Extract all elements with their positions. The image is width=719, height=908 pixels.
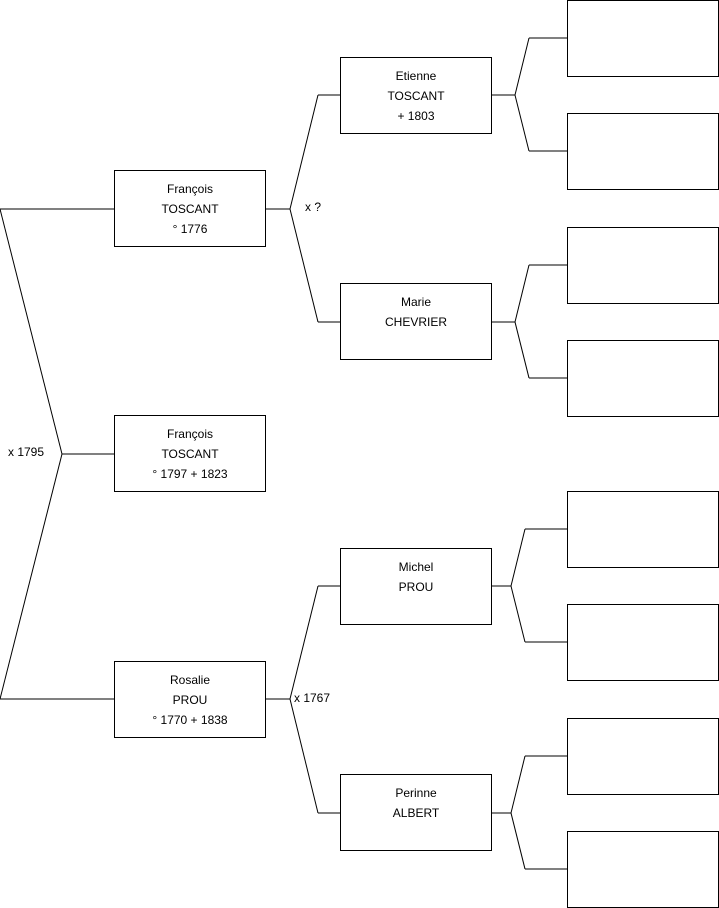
connector-ggp3a-diag [510,528,526,587]
person-dates: ° 1776 [172,222,208,236]
person-given-name: Marie [400,295,431,309]
person-surname: CHEVRIER [384,315,447,329]
person-box-empty[interactable] [567,340,719,417]
person-box-maternal-grandmother[interactable]: Perinne ALBERT [340,774,492,851]
connector-ggp1a-diag [514,37,530,96]
person-box-empty[interactable] [567,491,719,568]
person-box-father[interactable]: François TOSCANT ° 1776 [114,170,266,247]
person-box-mother[interactable]: Rosalie PROU ° 1770 + 1838 [114,661,266,738]
person-box-empty[interactable] [567,227,719,304]
person-dates: + 1803 [397,109,435,123]
connector-ggp3b-diag [510,585,526,643]
marriage-label-maternal: x 1767 [294,691,331,705]
connector-ggp4b-diag [510,812,526,870]
person-given-name: Rosalie [169,673,211,687]
connector-father-diag [0,208,63,455]
person-given-name: Michel [398,560,434,574]
person-box-child[interactable]: François TOSCANT ° 1797 + 1823 [114,415,266,492]
person-surname: PROU [172,693,208,707]
person-surname: TOSCANT [161,202,219,216]
connector-mother-diag [0,453,63,700]
connector-mgm-diag [289,698,319,814]
person-box-empty[interactable] [567,831,719,908]
person-surname: ALBERT [392,806,440,820]
person-surname: PROU [398,580,434,594]
connector-pgf-diag [289,94,319,210]
person-box-empty[interactable] [567,113,719,190]
person-surname: TOSCANT [387,89,445,103]
connector-pgm-diag [289,208,319,323]
person-given-name: François [166,427,213,441]
connector-ggp4a-diag [510,755,526,814]
marriage-label-parents: x 1795 [8,445,45,459]
person-box-empty[interactable] [567,0,719,77]
person-surname: TOSCANT [161,447,219,461]
person-box-paternal-grandfather[interactable]: Etienne TOSCANT + 1803 [340,57,492,134]
person-box-empty[interactable] [567,604,719,681]
connector-mgf-diag [289,585,319,700]
person-dates: ° 1770 + 1838 [152,713,228,727]
person-given-name: Perinne [395,786,437,800]
person-given-name: Etienne [395,69,437,83]
person-dates: ° 1797 + 1823 [152,467,228,481]
person-box-paternal-grandmother[interactable]: Marie CHEVRIER [340,283,492,360]
person-given-name: François [166,182,213,196]
person-box-maternal-grandfather[interactable]: Michel PROU [340,548,492,625]
person-box-empty[interactable] [567,718,719,795]
connector-ggp2b-diag [514,321,530,379]
marriage-label-paternal: x ? [305,200,322,214]
connector-ggp2a-diag [514,264,530,323]
connector-ggp1b-diag [514,94,530,152]
